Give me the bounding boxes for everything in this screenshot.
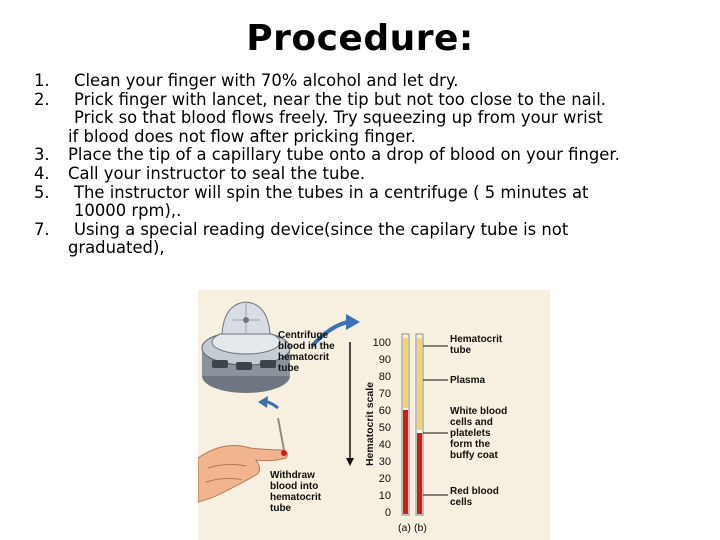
hematocrit-figure: Centrifuge blood in the hematocrit tube … xyxy=(198,290,550,540)
scale-tick: 40 xyxy=(378,439,391,451)
scale-tick: 100 xyxy=(372,337,391,349)
scale-tick: 90 xyxy=(378,354,391,366)
figure-drawing xyxy=(198,301,448,516)
step-number: 2. xyxy=(34,89,50,109)
scale-tick: 60 xyxy=(378,405,391,417)
hematocrit-tube-label: Hematocrit tube xyxy=(450,334,503,356)
step-5: 5. The instructor will spin the tubes in… xyxy=(34,182,706,221)
scale-tick: 0 xyxy=(384,507,391,519)
plasma-label: Plasma xyxy=(450,375,486,386)
step-number: 5. xyxy=(34,182,50,202)
step-text: Clean your finger with 70% alcohol and l… xyxy=(74,71,459,90)
step-3: 3. Place the tip of a capillary tube ont… xyxy=(34,146,706,165)
scale-tick: 70 xyxy=(378,388,391,400)
step-number: 7. xyxy=(34,219,50,239)
step-text: Place the tip of a capillary tube onto a… xyxy=(68,145,620,165)
arrow-right-icon xyxy=(346,314,360,330)
centrifuge-label: Centrifuge blood in the hematocrit tube xyxy=(278,330,335,374)
step-text: Using a special reading device(since the… xyxy=(74,219,569,239)
scale-tick: 20 xyxy=(378,473,391,485)
step-7: 7. Using a special reading device(since … xyxy=(34,219,706,258)
tube-label-a: (a) xyxy=(398,522,411,534)
arrow-head-icon xyxy=(258,396,268,408)
page-title: Procedure: xyxy=(246,18,474,59)
red-blood-cells-label: Red blood cells xyxy=(450,486,499,508)
hand-illustration xyxy=(198,445,288,503)
step-2: 2. Prick finger with lancet, near the ti… xyxy=(34,89,706,147)
step-text: The instructor will spin the tubes in a … xyxy=(74,182,589,202)
step-1: 1. Clean your finger with 70% alcohol an… xyxy=(34,71,706,91)
withdraw-label: Withdraw blood into hematocrit tube xyxy=(270,470,322,514)
scale-tick: 10 xyxy=(378,490,391,502)
scale-tick: 80 xyxy=(378,371,391,383)
step-text: 10000 rpm),. xyxy=(74,201,182,221)
scale-tick: 30 xyxy=(378,456,391,468)
step-number: 3. xyxy=(34,145,50,165)
step-text: Prick so that blood flows freely. Try sq… xyxy=(74,108,603,128)
scale-tick: 50 xyxy=(378,422,391,434)
capillary-tube-a xyxy=(401,333,410,516)
step-4: 4. Call your instructor to seal the tube… xyxy=(34,163,706,184)
step-text: Prick finger with lancet, near the tip b… xyxy=(74,89,606,109)
tube-label-b: (b) xyxy=(414,522,427,534)
step-text: graduated), xyxy=(68,238,165,258)
step-text: if blood does not flow after pricking fi… xyxy=(68,126,416,146)
step-number: 1. xyxy=(34,71,50,90)
capillary-tube-b xyxy=(415,333,424,516)
procedure-steps: 1. Clean your finger with 70% alcohol an… xyxy=(34,71,706,258)
buffy-coat-label: White blood cells and platelets form the… xyxy=(450,406,508,461)
centrifuge-illustration xyxy=(201,301,291,393)
step-text: Call your instructor to seal the tube. xyxy=(68,163,366,183)
step-number: 4. xyxy=(34,163,50,183)
